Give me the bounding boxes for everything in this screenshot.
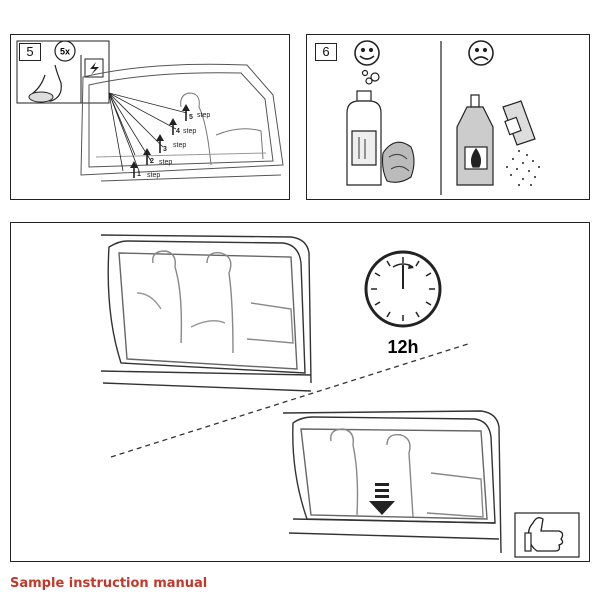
dashed-divider — [110, 342, 472, 458]
step-number-2: 2 — [150, 158, 154, 165]
cleaning-bottle-icon — [346, 69, 382, 186]
step-number-3: 3 — [163, 146, 167, 153]
car-window-drawing — [80, 63, 284, 182]
panel-number: 5 — [19, 43, 41, 61]
spray-can-icon — [502, 100, 536, 146]
down-arrow-icon — [369, 483, 395, 515]
page-caption: Sample instruction manual — [10, 576, 208, 591]
instruction-panel-7: 12h — [10, 222, 590, 562]
step-number-5: 5 — [189, 114, 193, 121]
panel-number: 6 — [315, 43, 337, 61]
lightning-icon — [84, 58, 104, 78]
panel-7-illustration: 12h — [100, 234, 580, 558]
instruction-panel-6: 6 — [306, 34, 590, 200]
step-number-4: 4 — [176, 128, 180, 135]
step-number-1: 1 — [137, 171, 141, 178]
cloth-icon — [381, 141, 415, 183]
step-label-3: step — [173, 142, 186, 149]
solvent-bottle-icon — [456, 94, 494, 186]
car-window-before — [100, 234, 312, 392]
step-label-2: step — [159, 159, 172, 166]
clock-icon — [364, 250, 442, 328]
smiley-happy-icon — [354, 40, 380, 66]
clock-label: 12h — [387, 337, 418, 357]
powder-particles — [506, 150, 540, 186]
wipe-cloth-icon — [28, 64, 62, 103]
car-window-after — [282, 410, 502, 554]
repeat-badge-icon — [54, 40, 76, 62]
step-label-1: step — [147, 172, 160, 179]
panel-6-illustration — [346, 40, 540, 195]
instruction-panel-5: 5 5x — [10, 34, 290, 200]
step-label-5: step — [197, 112, 210, 119]
step-label-4: step — [183, 128, 196, 135]
thumbs-up-icon — [514, 512, 580, 558]
repeat-badge: 5x — [60, 47, 70, 57]
smiley-sad-icon — [468, 40, 494, 66]
panel-5-illustration: 5x — [16, 40, 284, 182]
